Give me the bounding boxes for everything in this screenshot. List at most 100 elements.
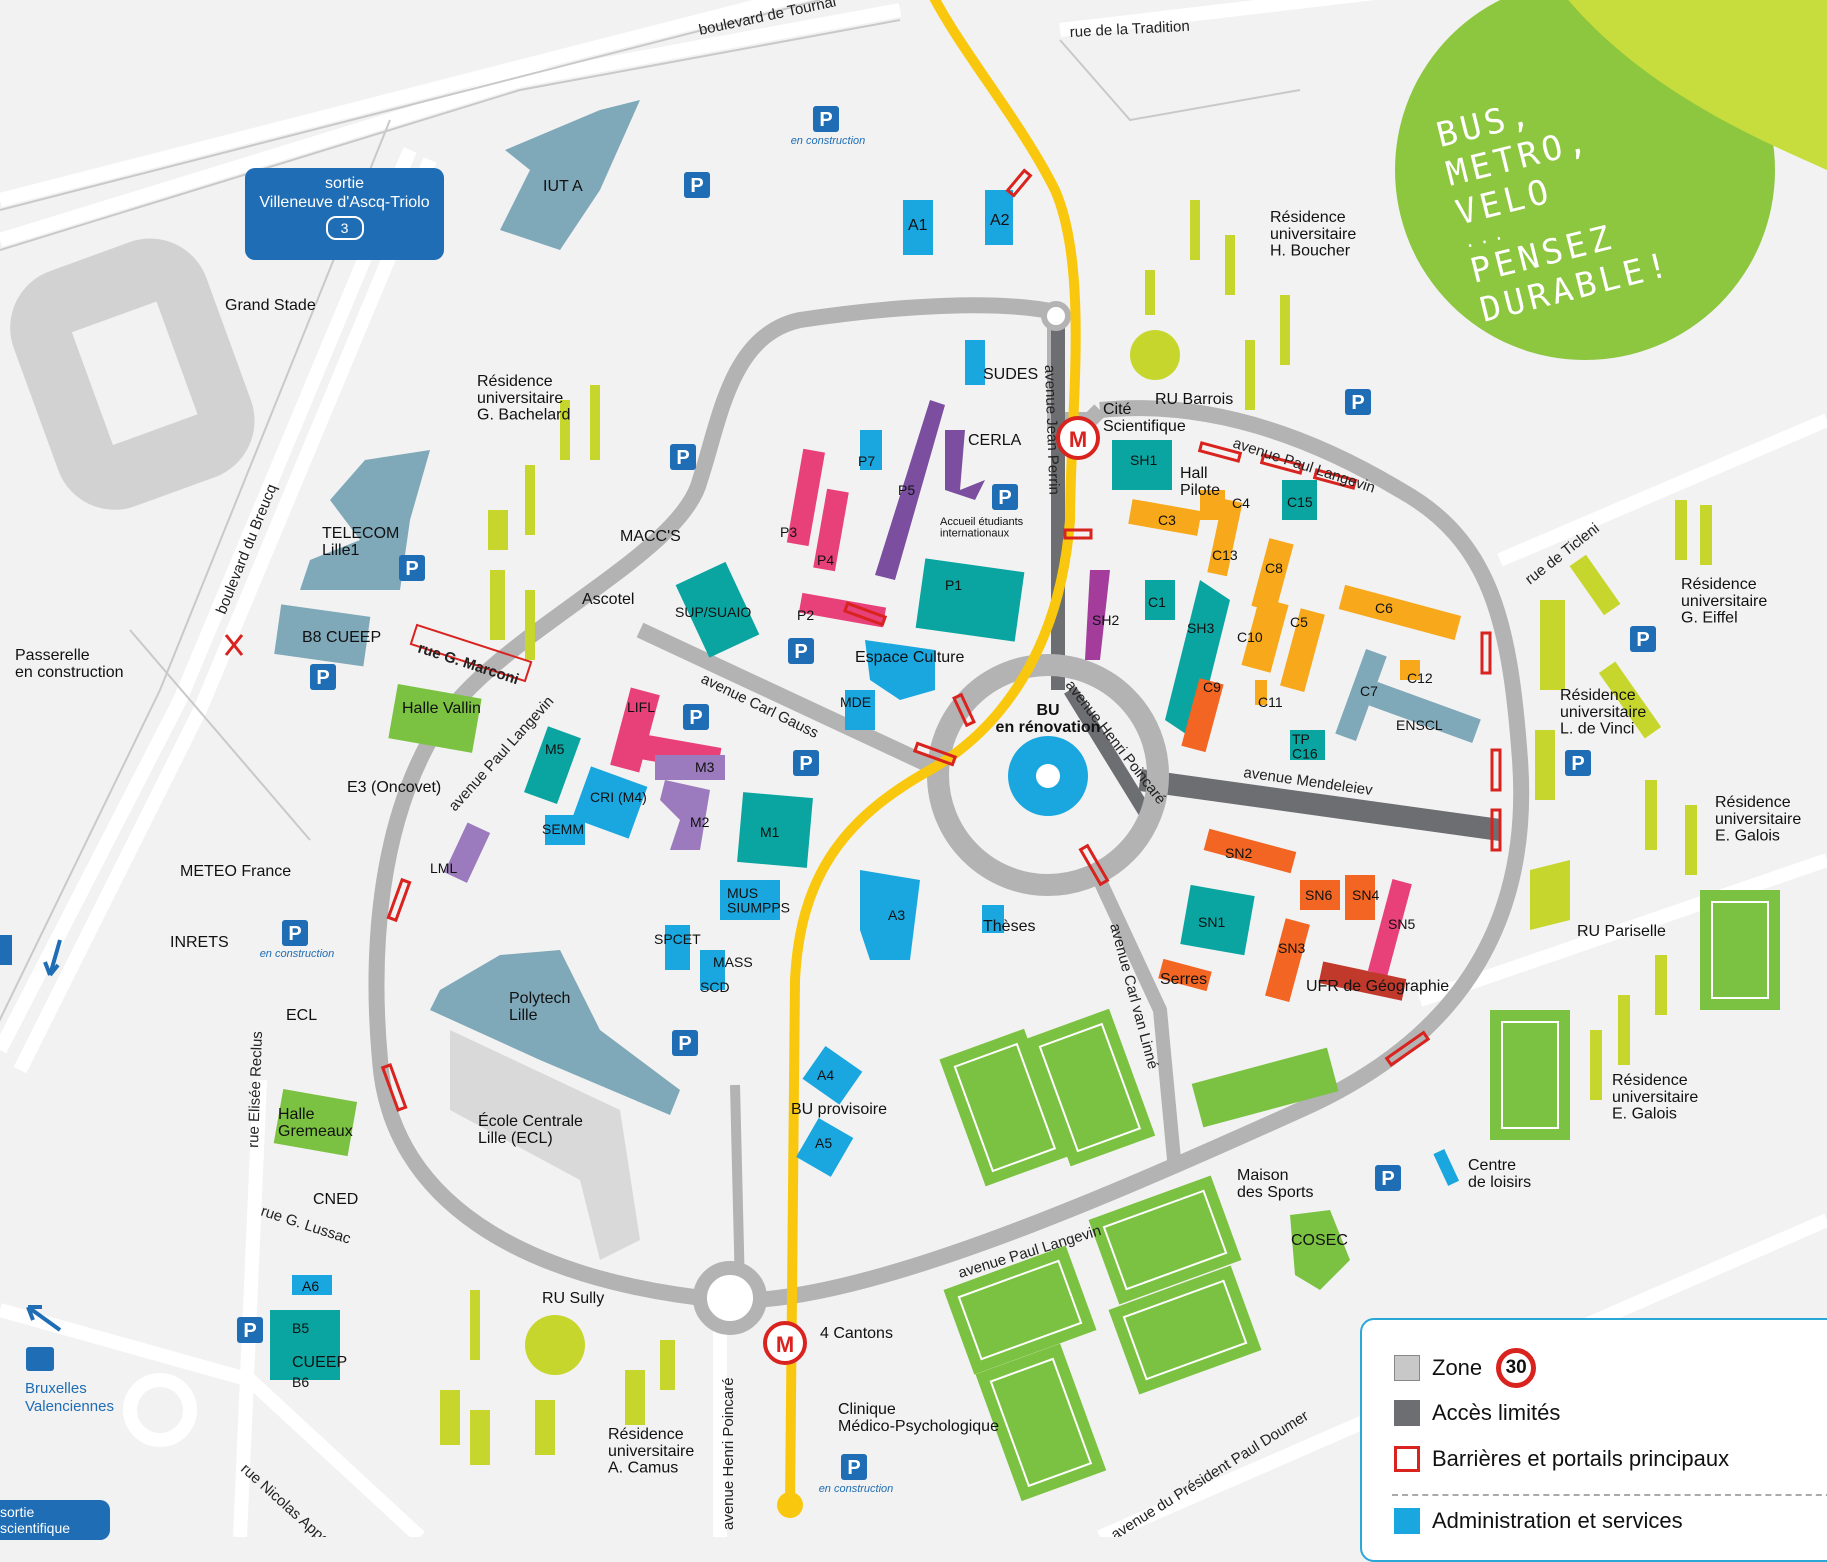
telecom-building[interactable] [300,450,430,590]
centre-loisirs-building[interactable] [1433,1149,1460,1186]
sn4-building[interactable] [1345,875,1375,920]
sn1-building[interactable] [1180,884,1255,956]
a5-building[interactable] [796,1117,854,1177]
vinci-res-1[interactable] [1540,600,1565,690]
parking-icon[interactable]: P [683,704,709,730]
c12-building[interactable] [1400,660,1420,680]
ru-sully-building[interactable] [525,1315,585,1375]
ru-pariselle-building[interactable] [1530,860,1570,930]
bachelard-res-3[interactable] [525,465,535,535]
parking-icon[interactable]: P [282,920,308,946]
sn5-building[interactable] [1367,879,1412,976]
sup-building[interactable] [675,561,760,658]
a1-building[interactable] [903,200,933,255]
parking-icon[interactable]: P [793,750,819,776]
parking-icon[interactable]: P [813,106,839,132]
cosec-building[interactable] [1290,1210,1350,1290]
bachelard-res-4[interactable] [488,510,508,550]
ru-barrois-building[interactable] [1130,330,1180,380]
c1-building[interactable] [1145,580,1175,620]
camus-res-2[interactable] [440,1390,460,1445]
lml-building[interactable] [444,822,491,883]
sports-field-1[interactable] [1700,890,1780,1010]
galois-res-3[interactable] [1655,955,1667,1015]
galois-res-5[interactable] [1590,1030,1602,1100]
galois-res-4[interactable] [1618,995,1630,1065]
sports-field-6[interactable] [943,1245,1097,1375]
eiffel-res-1[interactable] [1675,500,1687,560]
boucher-res-5[interactable] [1145,270,1155,315]
sh3-building[interactable] [1165,580,1230,740]
exit-sign-triolo[interactable]: sortie Villeneuve d'Ascq-Triolo 3 [245,168,444,260]
b8-building[interactable] [274,604,371,667]
camus-res-6[interactable] [660,1340,675,1390]
sports-field-4[interactable] [1024,1008,1156,1167]
parking-icon[interactable]: P [310,664,336,690]
parking-icon[interactable]: P [992,484,1018,510]
m2-building[interactable] [660,780,710,850]
mde-building[interactable] [845,690,875,730]
parking-icon[interactable]: P [1565,750,1591,776]
parking-icon[interactable]: P [237,1317,263,1343]
c3-building[interactable] [1128,499,1202,536]
ufr-geographie-building[interactable] [1318,961,1407,1001]
parking-icon[interactable]: P [788,638,814,664]
sports-field-2[interactable] [1490,1010,1570,1140]
spcet-building[interactable] [665,925,690,970]
eiffel-res-3[interactable] [1569,554,1621,616]
camus-res-1[interactable] [470,1290,480,1360]
c9-building[interactable] [1181,678,1224,753]
tp-c16-building[interactable] [1290,730,1325,760]
c8-building[interactable] [1251,538,1294,613]
p3-building[interactable] [786,448,825,547]
a4-building[interactable] [802,1045,863,1105]
parking-icon[interactable]: P [1630,626,1656,652]
camus-res-4[interactable] [535,1400,555,1455]
c10-building[interactable] [1241,597,1289,673]
semm-building[interactable] [545,815,585,845]
cerla-building[interactable] [945,430,985,500]
mass-building[interactable] [700,950,725,990]
c5-building[interactable] [1280,608,1325,693]
sports-field-5[interactable] [1088,1175,1242,1305]
p5-building[interactable] [875,400,945,580]
bachelard-res-2[interactable] [590,385,600,460]
exit-sign-scientifique[interactable]: sortie scientifique [0,1500,110,1540]
sports-field-8[interactable] [975,1343,1107,1502]
sn3-building[interactable] [1265,918,1310,1003]
sports-field-7[interactable] [1108,1265,1262,1395]
camus-res-3[interactable] [470,1410,490,1465]
boucher-res-4[interactable] [1245,340,1255,410]
metro-station-cite[interactable]: M [1056,416,1100,460]
cri-building[interactable] [572,766,648,839]
cueep-building[interactable] [270,1310,340,1380]
parking-icon[interactable]: P [684,172,710,198]
p7-building[interactable] [860,430,882,470]
polytech-building[interactable] [430,950,680,1115]
m1-building[interactable] [737,792,813,868]
bachelard-res-6[interactable] [525,590,535,660]
camus-res-5[interactable] [625,1370,645,1425]
serres-building[interactable] [1158,958,1212,992]
m5-building[interactable] [524,726,581,805]
espace-culture-building[interactable] [865,640,935,700]
boucher-res-2[interactable] [1225,235,1235,295]
c7-building[interactable] [1335,648,1387,742]
parking-icon[interactable]: P [1375,1165,1401,1191]
ecl-school-building[interactable] [450,1030,640,1260]
metro-station-4-cantons[interactable]: M [763,1321,807,1365]
halle-vallin-building[interactable] [388,683,482,753]
parking-icon[interactable]: P [841,1454,867,1480]
eiffel-res-2[interactable] [1700,505,1712,565]
parking-icon[interactable]: P [670,444,696,470]
sh2-building[interactable] [1085,570,1110,660]
enscl-building[interactable] [1368,681,1481,744]
sh1-building[interactable] [1112,440,1172,490]
a6-building[interactable] [292,1275,332,1295]
c11-building[interactable] [1255,680,1267,705]
sudes-building[interactable] [965,340,985,385]
boucher-res-1[interactable] [1190,200,1200,260]
halle-gremeaux-building[interactable] [273,1088,358,1157]
p4-building[interactable] [813,488,849,572]
vinci-res-2[interactable] [1598,661,1662,739]
